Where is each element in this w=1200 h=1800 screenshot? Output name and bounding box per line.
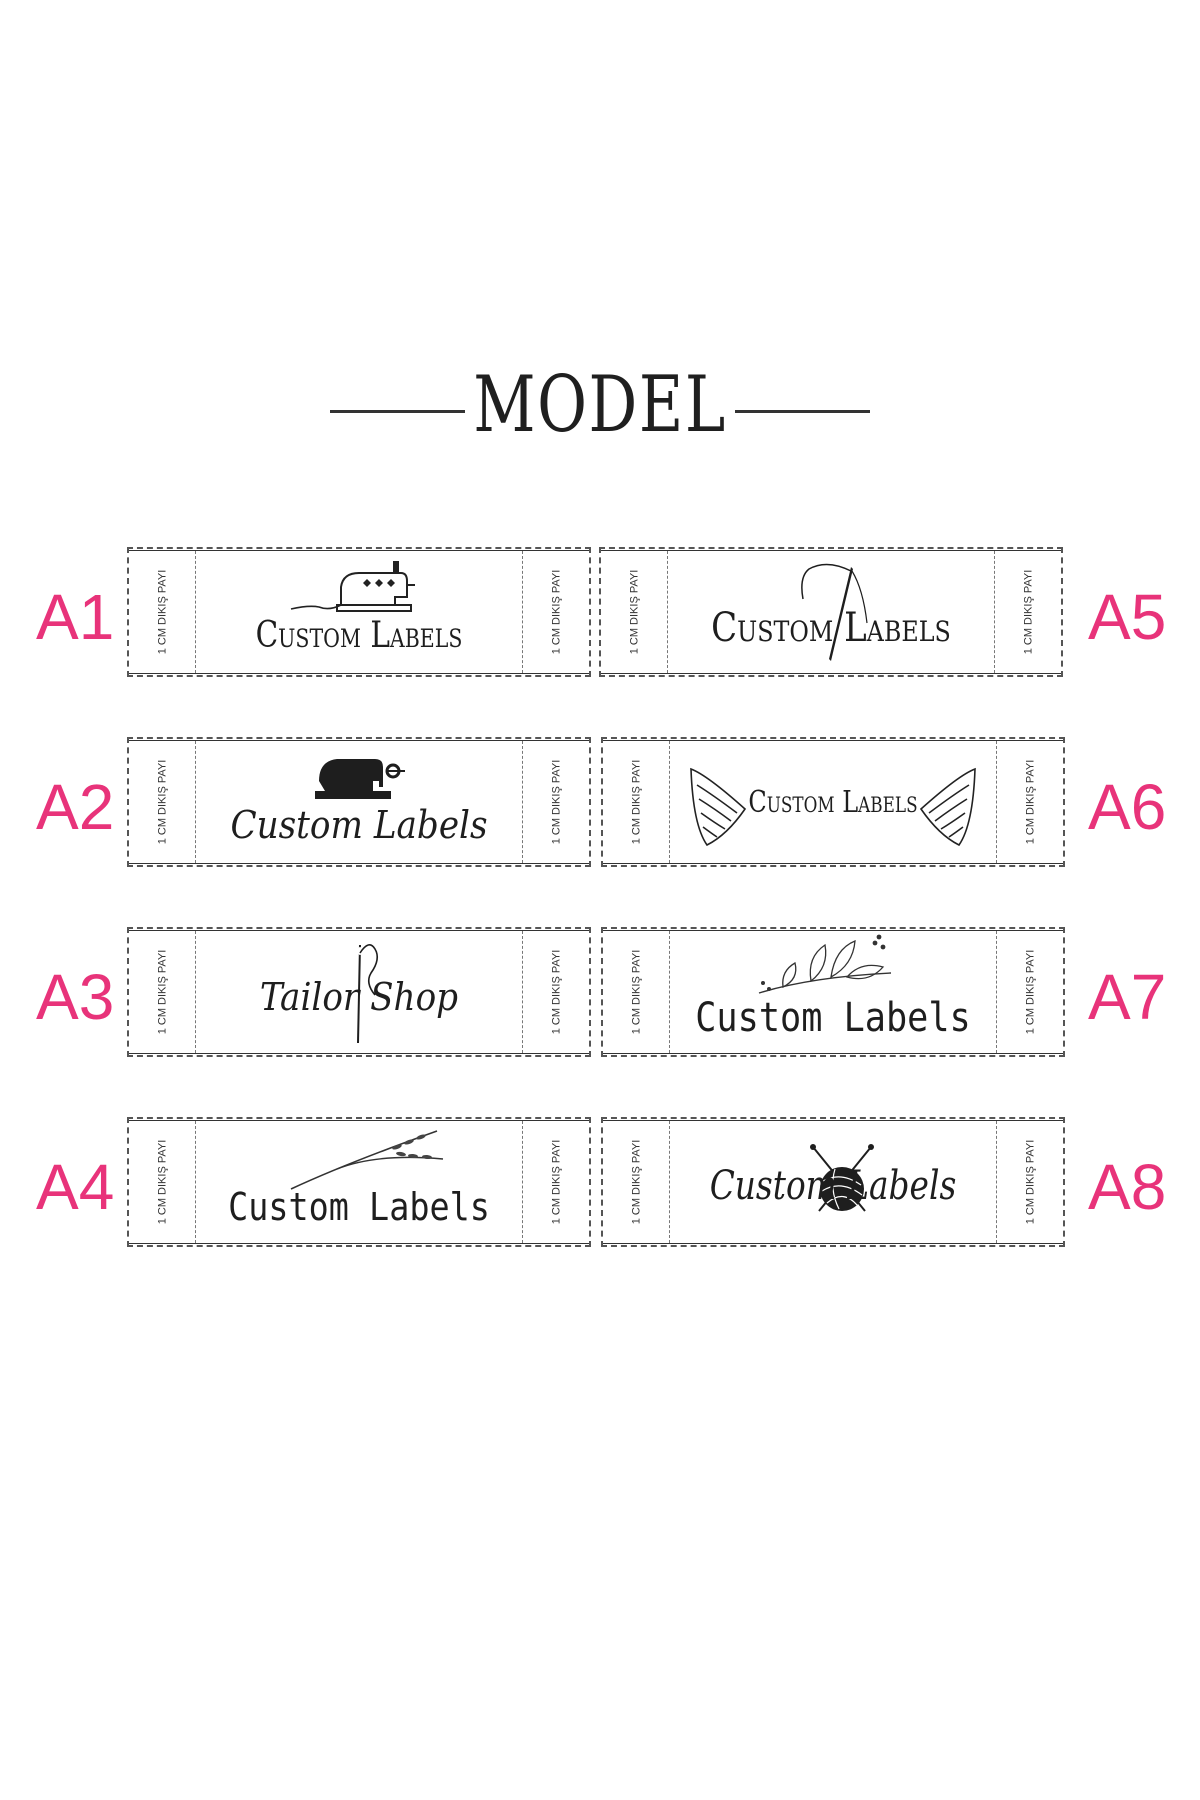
model-code-a5: A5 (1088, 581, 1167, 653)
wings-icon (919, 767, 976, 847)
seam-allowance-left: 1 CM DIKIŞ PAYI (156, 759, 168, 845)
title-rule-right (735, 410, 870, 413)
brand-text: Custom Labels (255, 615, 463, 656)
label-a7[interactable]: 1 CM DIKIŞ PAYI 1 CM DIKIŞ PAYI Custom L… (601, 927, 1065, 1057)
model-code-a7: A7 (1088, 961, 1167, 1033)
yarn-ball-icon (810, 1144, 874, 1212)
label-a3[interactable]: 1 CM DIKIŞ PAYI 1 CM DIKIŞ PAYI Tailor S… (127, 927, 591, 1057)
sewing-machine-icon (290, 561, 415, 612)
brand-text: Custom Labels (709, 1163, 957, 1209)
brand-text: Custom Labels (228, 1185, 490, 1229)
model-code-a1: A1 (36, 581, 115, 653)
seam-allowance-left: 1 CM DIKIŞ PAYI (630, 759, 642, 845)
wings-icon (690, 767, 747, 847)
label-a6[interactable]: 1 CM DIKIŞ PAYI 1 CM DIKIŞ PAYI Custom L… (601, 737, 1065, 867)
seam-allowance-right: 1 CM DIKIŞ PAYI (550, 759, 562, 845)
leaf-branch-icon (758, 934, 892, 994)
antique-sewing-machine-icon (315, 759, 405, 799)
page-title: MODEL (473, 360, 727, 450)
seam-allowance-right: 1 CM DIKIŞ PAYI (1024, 759, 1036, 845)
seam-allowance-right: 1 CM DIKIŞ PAYI (1022, 569, 1034, 655)
seam-allowance-right: 1 CM DIKIŞ PAYI (550, 949, 562, 1035)
seam-allowance-right: 1 CM DIKIŞ PAYI (1024, 1139, 1036, 1225)
brand-text: Tailor Shop (259, 975, 459, 1019)
model-code-a6: A6 (1088, 771, 1167, 843)
page-title-block: MODEL (330, 360, 870, 450)
brand-text: Custom Labels (748, 785, 918, 820)
label-a1[interactable]: 1 CM DIKIŞ PAYI 1 CM DIKIŞ PAYI Custom L… (127, 547, 591, 677)
model-code-a3: A3 (36, 961, 115, 1033)
seam-allowance-right: 1 CM DIKIŞ PAYI (550, 1139, 562, 1225)
seam-allowance-right: 1 CM DIKIŞ PAYI (1024, 949, 1036, 1035)
needle-thread-icon (357, 944, 379, 1043)
lavender-sprig-icon (290, 1130, 444, 1190)
seam-allowance-left: 1 CM DIKIŞ PAYI (630, 949, 642, 1035)
label-a2[interactable]: 1 CM DIKIŞ PAYI 1 CM DIKIŞ PAYI Custom L… (127, 737, 591, 867)
brand-text: Custom Labels (230, 803, 488, 847)
seam-allowance-right: 1 CM DIKIŞ PAYI (550, 569, 562, 655)
label-a4[interactable]: 1 CM DIKIŞ PAYI 1 CM DIKIŞ PAYI Custom L… (127, 1117, 591, 1247)
needle-thread-icon (801, 563, 868, 661)
label-a8[interactable]: 1 CM DIKIŞ PAYI 1 CM DIKIŞ PAYI Custom L… (601, 1117, 1065, 1247)
brand-text: Custom Labels (695, 995, 971, 1041)
seam-allowance-left: 1 CM DIKIŞ PAYI (156, 1139, 168, 1225)
model-code-a4: A4 (36, 1151, 115, 1223)
title-rule-left (330, 410, 465, 413)
label-a5[interactable]: 1 CM DIKIŞ PAYI 1 CM DIKIŞ PAYI Custom L… (599, 547, 1063, 677)
seam-allowance-left: 1 CM DIKIŞ PAYI (628, 569, 640, 655)
model-code-a2: A2 (36, 771, 115, 843)
seam-allowance-left: 1 CM DIKIŞ PAYI (156, 949, 168, 1035)
seam-allowance-left: 1 CM DIKIŞ PAYI (630, 1139, 642, 1225)
seam-allowance-left: 1 CM DIKIŞ PAYI (156, 569, 168, 655)
model-code-a8: A8 (1088, 1151, 1167, 1223)
brand-text: Custom Labels (711, 605, 951, 651)
